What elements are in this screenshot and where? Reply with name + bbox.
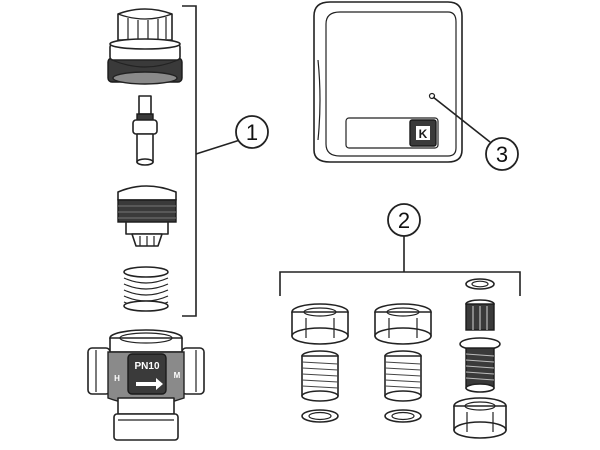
valve-insert <box>117 185 177 247</box>
valve-spring <box>123 266 169 312</box>
fitting-nut-c <box>453 397 507 439</box>
actuator-logo: K <box>419 127 428 141</box>
fitting-tailpiece-a <box>301 350 339 402</box>
bracket-2 <box>279 236 521 296</box>
fitting-tailpiece-c <box>459 337 501 393</box>
callout-label-3: 3 <box>496 142 508 167</box>
valve-body <box>87 329 205 441</box>
valve-cap <box>107 8 183 85</box>
fitting-gasket-b <box>384 409 422 423</box>
valve-port-m: M <box>174 371 181 380</box>
fitting-coupler-c <box>465 299 495 331</box>
callout-circle-3 <box>485 137 519 171</box>
leader-line-3 <box>432 96 491 143</box>
fitting-tailpiece-b <box>384 350 422 402</box>
fitting-nut-a <box>291 303 349 345</box>
valve-stem <box>132 95 158 166</box>
valve-port-c: C <box>144 402 150 411</box>
callout-circle-1 <box>235 115 269 149</box>
callout-label-2: 2 <box>398 208 410 233</box>
callout-label-1: 1 <box>246 120 258 145</box>
fitting-washer-c <box>465 278 495 290</box>
leader-line-1 <box>195 139 241 155</box>
actuator <box>313 1 463 163</box>
fitting-gasket-a <box>301 409 339 423</box>
fitting-nut-b <box>374 303 432 345</box>
valve-marking: PN10 <box>134 361 159 372</box>
bracket-1 <box>182 5 197 317</box>
valve-port-h: H <box>114 374 120 383</box>
